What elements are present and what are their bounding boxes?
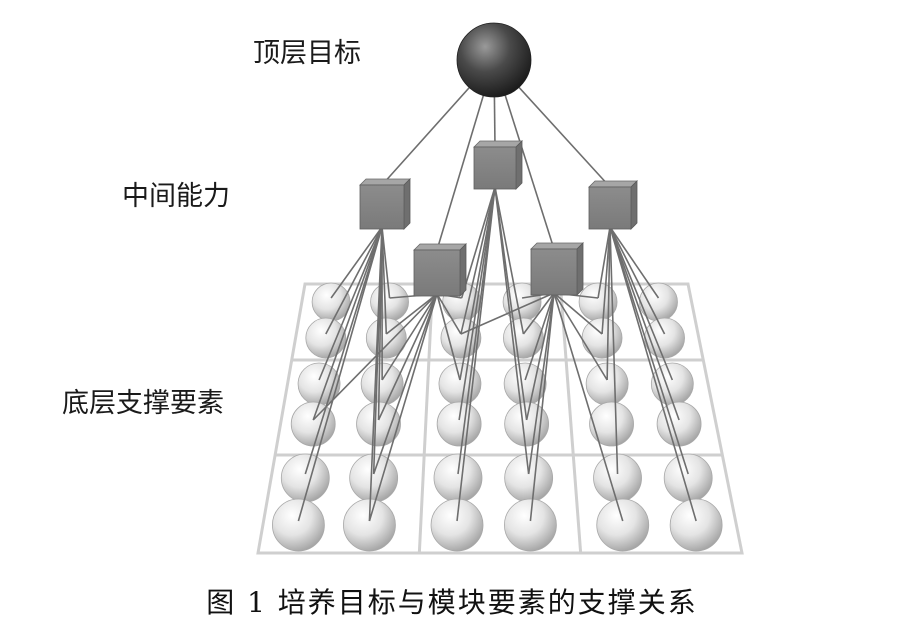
middle-abilities-group	[359, 140, 638, 297]
cube-front-face	[473, 146, 517, 190]
connection-line	[456, 186, 496, 522]
connection-line	[609, 226, 660, 299]
bottom-element-sphere	[436, 401, 482, 447]
connection-line	[609, 226, 689, 475]
connection-line	[318, 226, 383, 381]
top-goal-group	[456, 22, 532, 98]
cube-top-face	[530, 242, 584, 250]
connection-line	[368, 226, 383, 522]
connection-line	[459, 186, 496, 381]
bottom-element-sphere	[290, 401, 336, 447]
bottom-element-sphere	[669, 498, 723, 552]
connection-line	[330, 226, 383, 299]
middle-ability-cube	[530, 242, 584, 296]
connection-line	[458, 186, 496, 421]
connection-line	[553, 292, 608, 381]
connection-line	[553, 292, 624, 522]
cube-top-face	[359, 178, 411, 186]
bottom-element-sphere	[433, 453, 483, 503]
connection-line	[460, 186, 496, 299]
cube-side-face	[515, 140, 523, 190]
connection-line	[460, 186, 496, 335]
bottom-elements-group	[272, 282, 723, 552]
connection-line	[601, 226, 611, 335]
middle-ability-cube	[473, 140, 523, 190]
cube-front-face	[359, 184, 405, 230]
connection-line	[457, 186, 496, 475]
grid-col-line	[558, 283, 583, 554]
connection-line	[522, 292, 555, 335]
bottom-element-sphere	[504, 498, 557, 552]
connection-line	[494, 186, 525, 335]
bottom-element-sphere	[589, 401, 634, 447]
connection-line	[609, 226, 680, 421]
bottom-element-sphere	[596, 498, 650, 552]
cube-top-face	[588, 180, 638, 188]
connection-line	[606, 226, 611, 381]
bottom-element-sphere	[272, 498, 325, 552]
connection-line	[597, 226, 611, 299]
middle-ability-cube	[359, 178, 411, 230]
label-bottom-elements: 底层支撑要素	[62, 388, 224, 419]
connection-line	[525, 292, 555, 421]
middle-ability-cube	[413, 243, 467, 297]
connection-line	[609, 226, 666, 335]
connection-line	[325, 226, 383, 335]
grid-col-line	[417, 283, 435, 554]
connection-line	[312, 226, 383, 421]
connection-line	[381, 293, 438, 381]
bottom-element-sphere	[370, 282, 409, 322]
connection-line	[377, 293, 438, 421]
connection-line	[609, 226, 697, 522]
connection-line	[372, 293, 438, 475]
middle-ability-cube	[588, 180, 638, 230]
bottom-element-sphere	[650, 362, 694, 406]
figure-caption: 图 1 培养目标与模块要素的支撑关系	[206, 586, 698, 619]
connection-line	[436, 293, 462, 335]
connection-line	[304, 226, 383, 475]
top-goal-sphere	[456, 22, 532, 98]
connection-line	[494, 186, 530, 475]
bottom-element-sphere	[504, 453, 554, 503]
connection-lines	[297, 59, 697, 522]
connection-line	[385, 293, 438, 335]
cube-top-face	[413, 243, 467, 251]
connection-line	[312, 293, 438, 421]
cube-top-face	[473, 140, 523, 148]
connection-line	[436, 293, 461, 381]
bottom-element-sphere	[503, 317, 544, 359]
cube-front-face	[588, 186, 632, 230]
cube-side-face	[459, 243, 467, 297]
bottom-element-sphere	[430, 498, 484, 552]
label-top-goal: 顶层目标	[253, 38, 361, 69]
cube-side-face	[576, 242, 584, 296]
cube-side-face	[403, 178, 411, 230]
connection-line	[529, 292, 555, 522]
cube-front-face	[413, 249, 461, 297]
connection-line	[609, 226, 619, 475]
connection-line	[609, 226, 674, 381]
cube-front-face	[530, 248, 578, 296]
bottom-element-sphere	[311, 282, 351, 322]
cube-side-face	[630, 180, 638, 230]
connection-line	[460, 292, 555, 335]
connection-line	[524, 292, 555, 381]
connection-line	[553, 292, 603, 335]
bottom-element-sphere	[343, 498, 396, 552]
connection-line	[527, 292, 555, 475]
connection-line	[297, 226, 383, 522]
connection-line	[368, 293, 438, 522]
bottom-element-sphere	[305, 317, 347, 359]
label-middle-ability: 中间能力	[122, 181, 230, 212]
